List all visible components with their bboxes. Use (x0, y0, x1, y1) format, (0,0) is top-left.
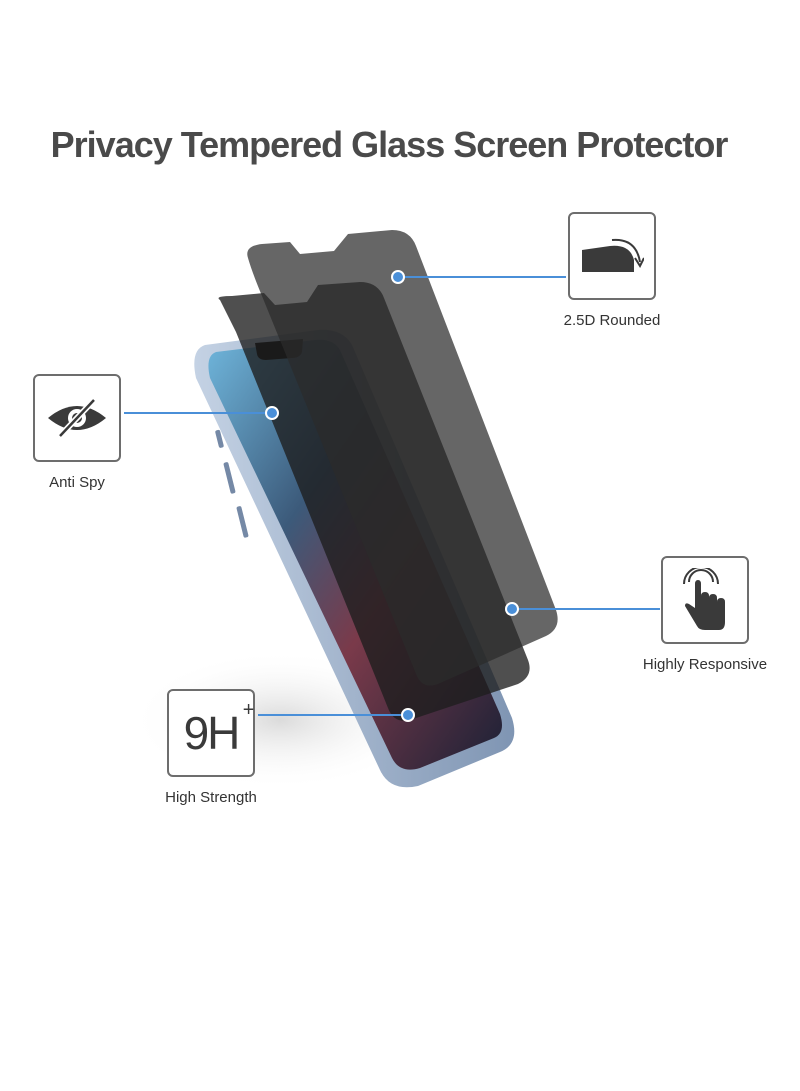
eye-slash-icon (48, 397, 106, 439)
badge-text: 9H (183, 707, 241, 759)
feature-anti-spy-label: Anti Spy (49, 474, 105, 491)
feature-anti-spy-box (33, 374, 121, 462)
badge-superscript: + (242, 699, 255, 721)
feature-responsive: Highly Responsive (625, 556, 785, 673)
feature-rounded-label: 2.5D Rounded (563, 312, 661, 329)
glass-layer-back (247, 230, 558, 686)
feature-rounded-box (568, 212, 656, 300)
feature-strength-box: 9H+ (167, 689, 255, 777)
connector-dot (505, 602, 519, 616)
feature-anti-spy: Anti Spy (0, 374, 157, 491)
touch-hand-icon (683, 568, 725, 630)
feature-responsive-box (661, 556, 749, 644)
connector-dot (401, 708, 415, 722)
connector-dot (391, 270, 405, 284)
feature-strength-label: High Strength (165, 789, 257, 806)
phone-button (236, 506, 249, 538)
feature-rounded: 2.5D Rounded (532, 212, 692, 329)
phone-button (215, 429, 224, 448)
feature-responsive-label: Highly Responsive (642, 656, 768, 673)
curved-edge-icon (582, 238, 644, 272)
9h-badge-icon: 9H+ (183, 700, 255, 759)
phone-button (223, 462, 236, 494)
feature-strength: 9H+ High Strength (131, 689, 291, 806)
page-title: Privacy Tempered Glass Screen Protector (50, 124, 729, 165)
connector-dot (265, 406, 279, 420)
